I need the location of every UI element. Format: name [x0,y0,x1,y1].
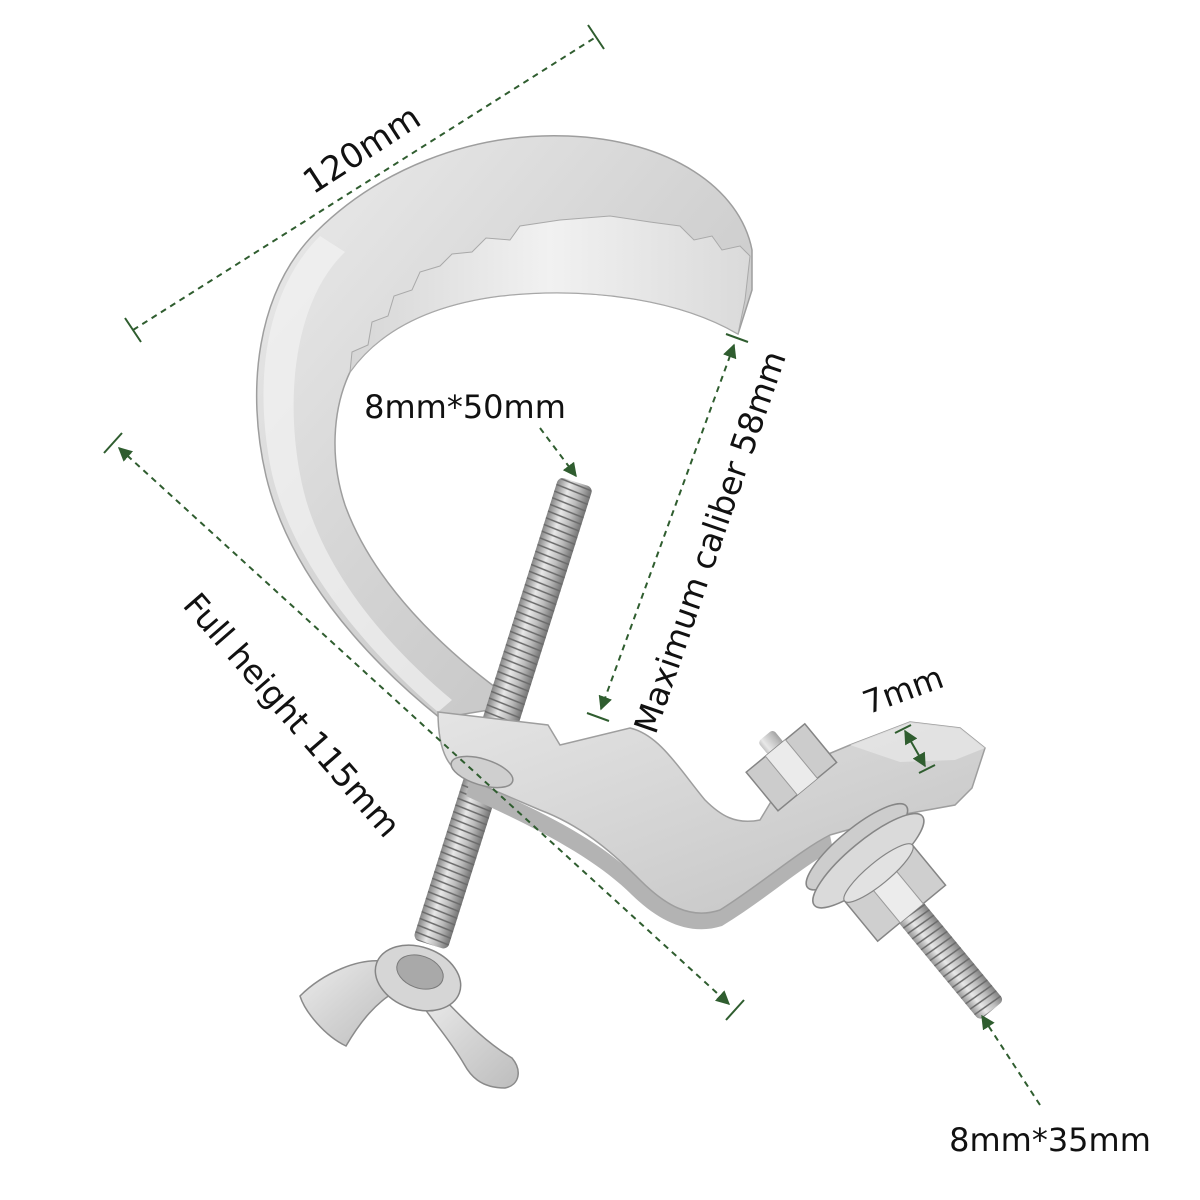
dimension-lower-bolt: 8mm*35mm [949,1014,1151,1159]
wing-nut-right-wing [418,994,519,1089]
aluminum-clamp [255,134,1003,1089]
max-caliber-label: Maximum caliber 58mm [626,346,794,738]
hex-nut-lower [843,843,947,943]
dimension-max-caliber: Maximum caliber 58mm [586,333,794,738]
clamp-inner-teeth [349,215,751,374]
short-bolt-assembly [805,803,1003,1019]
wing-nut [299,944,519,1089]
upper-bolt-label: 8mm*50mm [364,388,566,426]
dimension-upper-bolt: 8mm*50mm [364,388,577,478]
lower-bolt-label: 8mm*35mm [949,1121,1151,1159]
lug-thickness-label: 7mm [858,658,949,722]
hex-nut-upper [745,722,838,812]
